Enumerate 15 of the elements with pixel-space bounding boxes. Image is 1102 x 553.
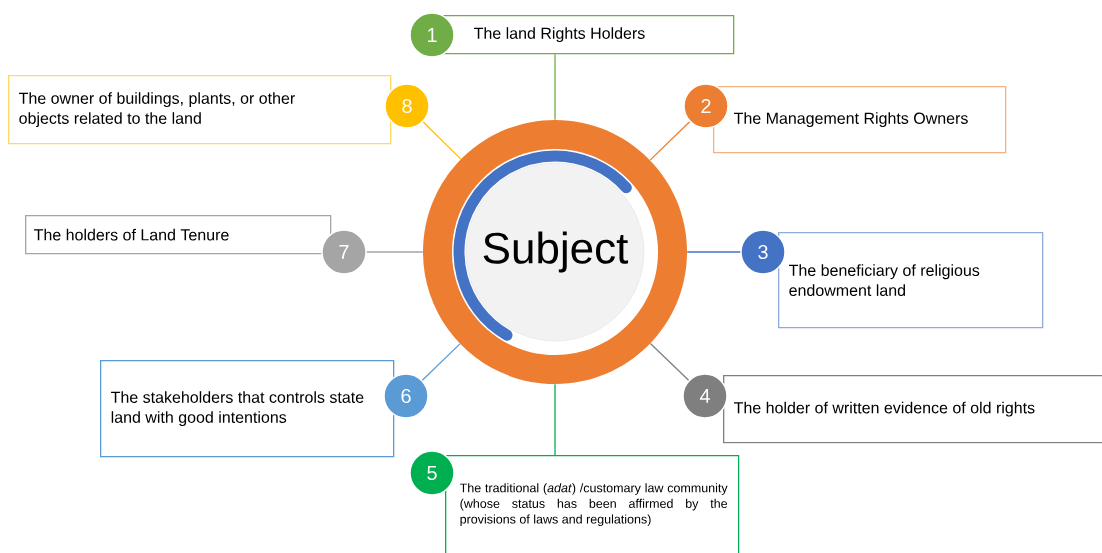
connector-line <box>686 251 741 253</box>
text-box: The holder of written evidence of old rights <box>723 375 1102 444</box>
connector-line <box>649 121 691 161</box>
text-box: The owner of buildings, plants, or other objects related to the land <box>8 75 392 145</box>
connector-line <box>422 121 462 160</box>
text-box: The beneficiary of religious endowment land <box>778 232 1044 329</box>
connector-line <box>554 383 556 456</box>
text-box: The stakeholders that controls state land with good intentions <box>100 360 395 458</box>
connector-line <box>366 251 424 253</box>
connector-line <box>649 342 690 381</box>
text-box: The holders of Land Tenure <box>25 215 332 255</box>
text-box: The Management Rights Owners <box>713 86 1007 154</box>
connector-line <box>554 53 556 121</box>
connector-line <box>421 343 461 381</box>
text-box: The traditional (adat) /customary law community (whose status has been affirmed by the provisions of laws and regulations) <box>445 455 740 553</box>
